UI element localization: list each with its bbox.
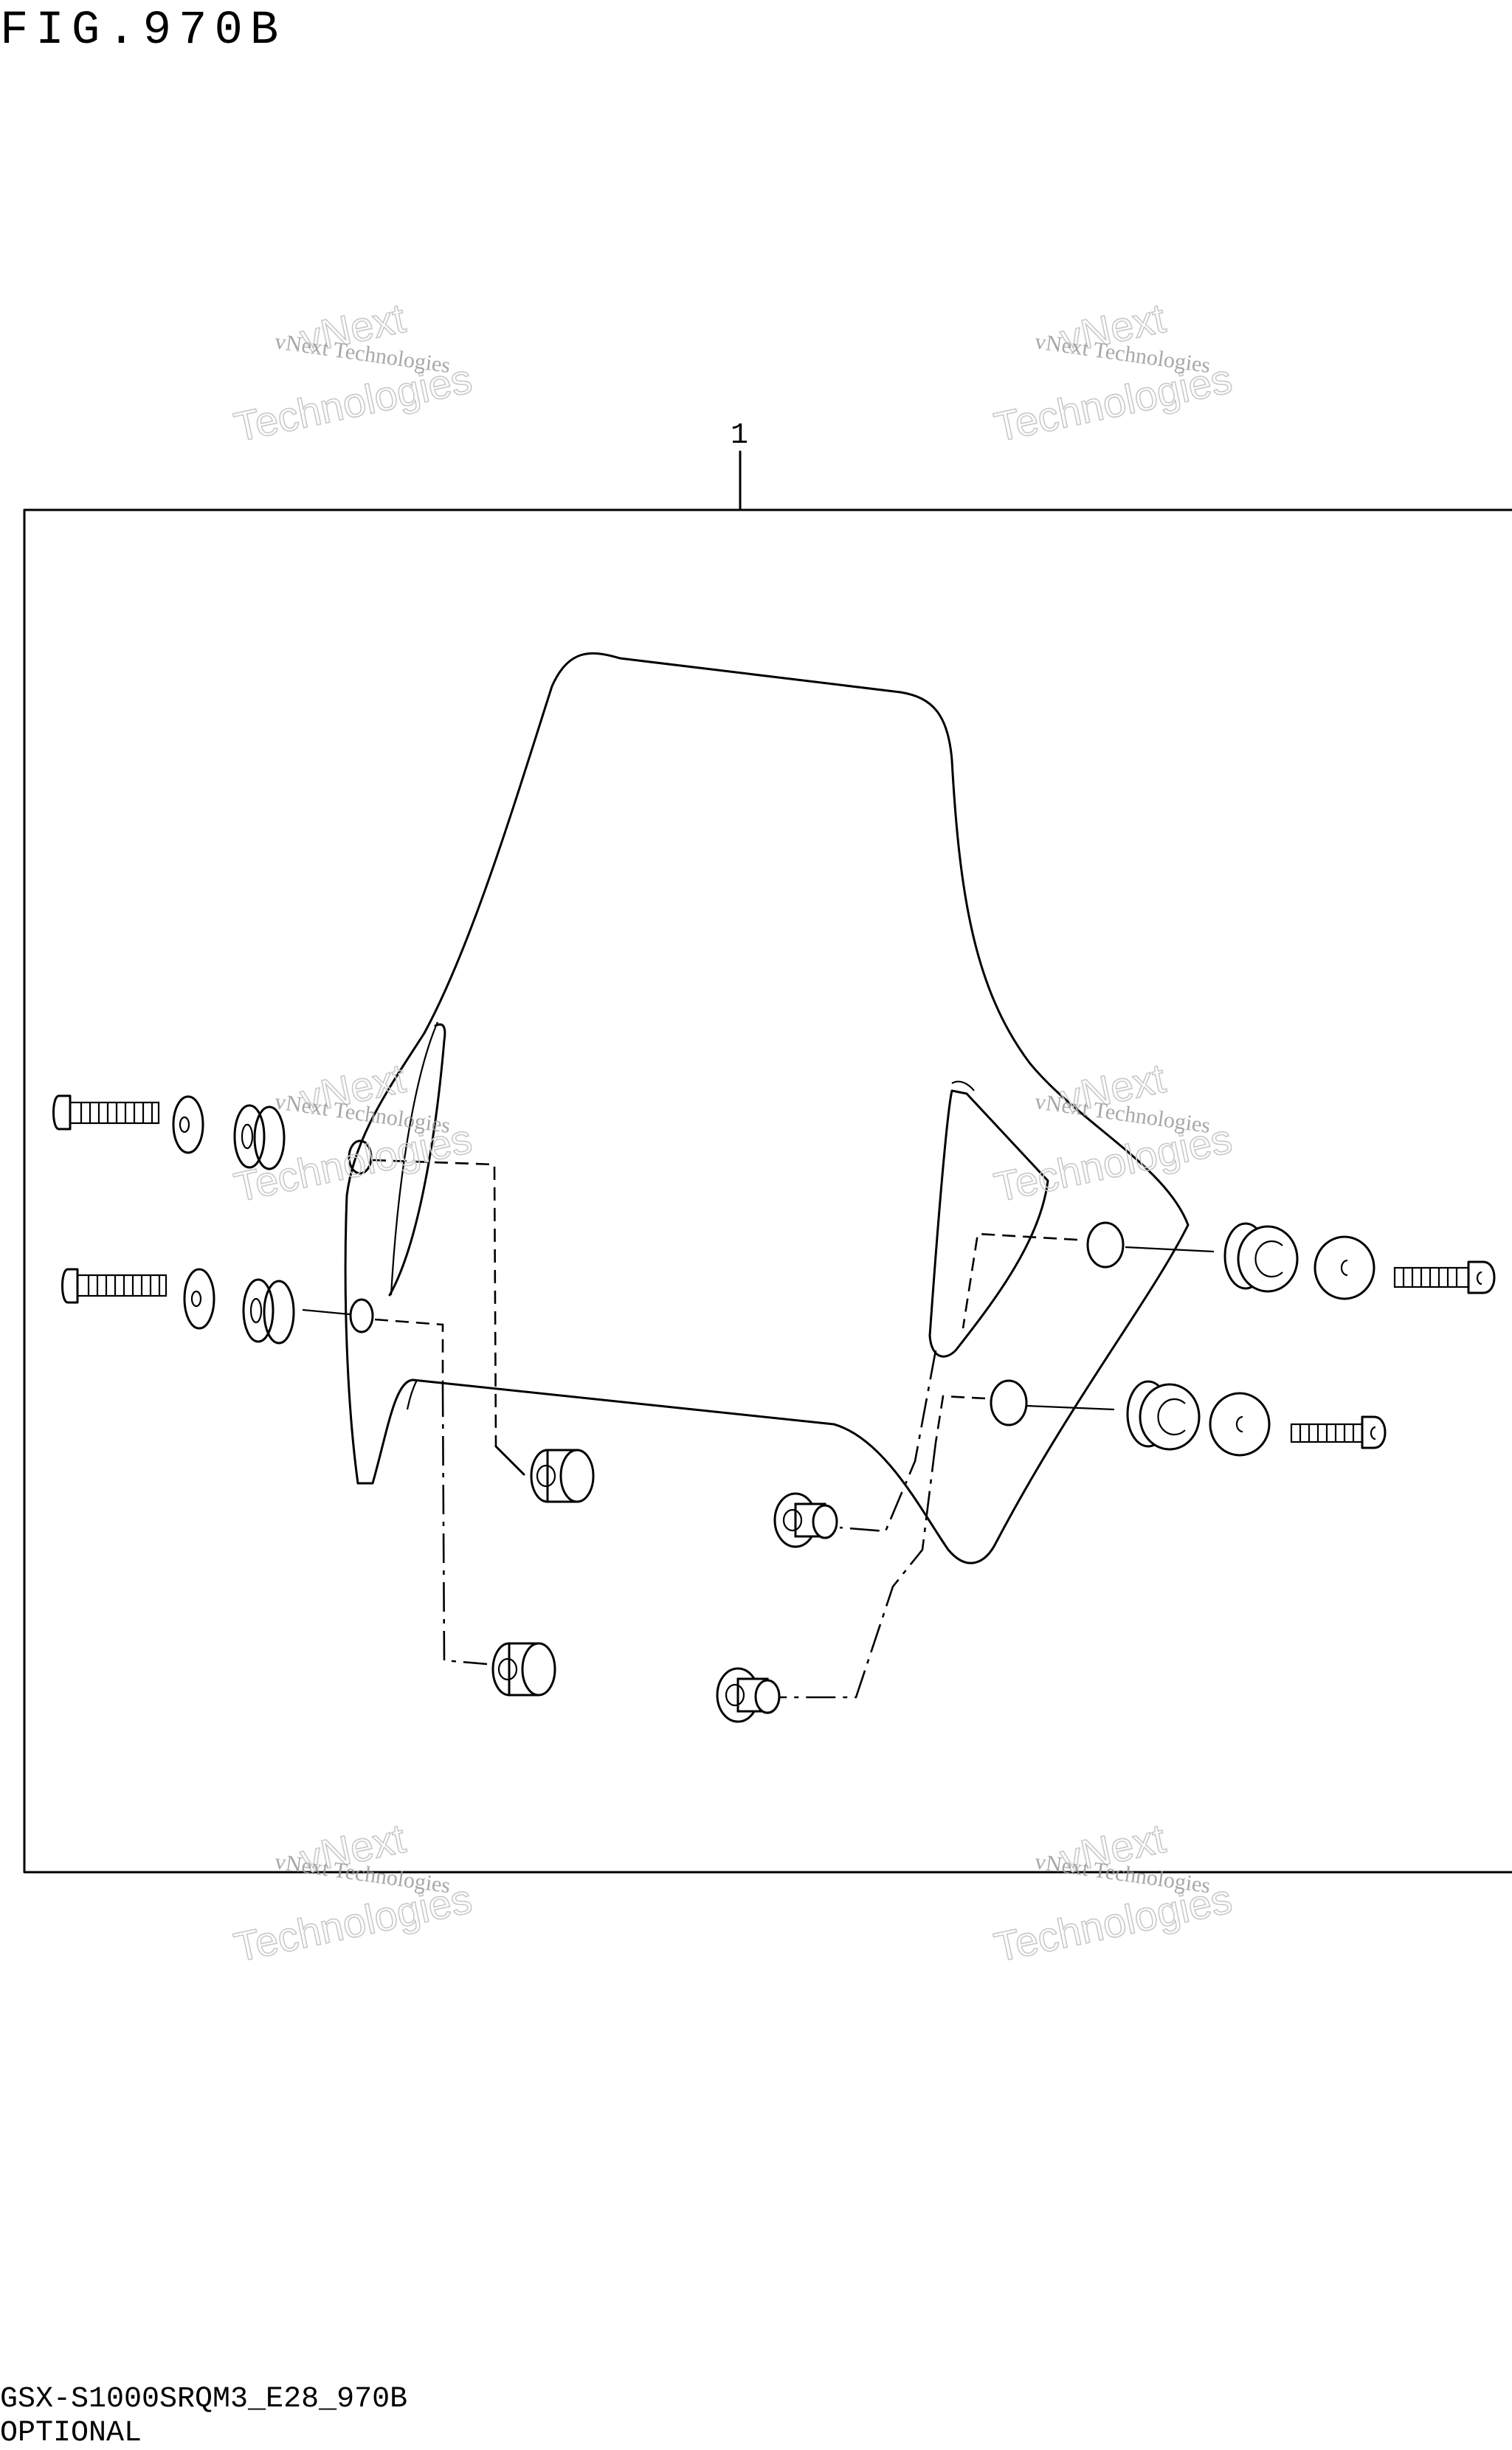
callout-number: 1	[731, 419, 748, 452]
figure-title: FIG.970B	[0, 4, 286, 58]
bolt-head	[1467, 1260, 1496, 1294]
bolt-head	[1361, 1415, 1387, 1449]
bolt-shank	[69, 1101, 160, 1125]
washer	[172, 1095, 204, 1154]
watermark-top-right: vNext Technologies vNext Technologies	[990, 294, 1236, 451]
washer	[183, 1268, 215, 1330]
bolt-head	[61, 1268, 79, 1304]
assembly-frame	[23, 508, 1512, 1874]
windscreen	[344, 652, 1190, 1564]
model-code: GSX-S1000SRQM3_E28_970B	[0, 2383, 408, 2416]
left-upper-bolt-set	[52, 1094, 497, 1447]
watermark-top-left: vNext Technologies vNext Technologies	[229, 294, 476, 451]
left-upper-well-nut	[494, 1445, 595, 1503]
watermark-middle-left: vNext Technologies vNext Technologies	[229, 1054, 476, 1211]
grommet	[233, 1104, 266, 1169]
left-lower-well-nut	[491, 1642, 556, 1697]
bolt-head	[52, 1094, 72, 1131]
watermark-middle-right: vNext Technologies vNext Technologies	[990, 1054, 1236, 1211]
right-lower-well-nut	[716, 1442, 937, 1723]
bolt-shank	[76, 1274, 168, 1297]
grommet	[242, 1278, 275, 1343]
right-upper-bolt-set	[962, 1222, 1496, 1329]
watermark-bottom-right: vNext Technologies vNext Technologies	[990, 1814, 1236, 1971]
washer	[1209, 1392, 1271, 1457]
option-label: OPTIONAL	[0, 2417, 142, 2450]
left-lower-bolt-set	[61, 1268, 488, 1666]
washer	[1313, 1235, 1375, 1300]
watermark-bottom-left: vNext Technologies vNext Technologies	[229, 1814, 476, 1971]
right-upper-well-nut	[773, 1350, 937, 1548]
right-lower-bolt-set	[934, 1380, 1387, 1457]
